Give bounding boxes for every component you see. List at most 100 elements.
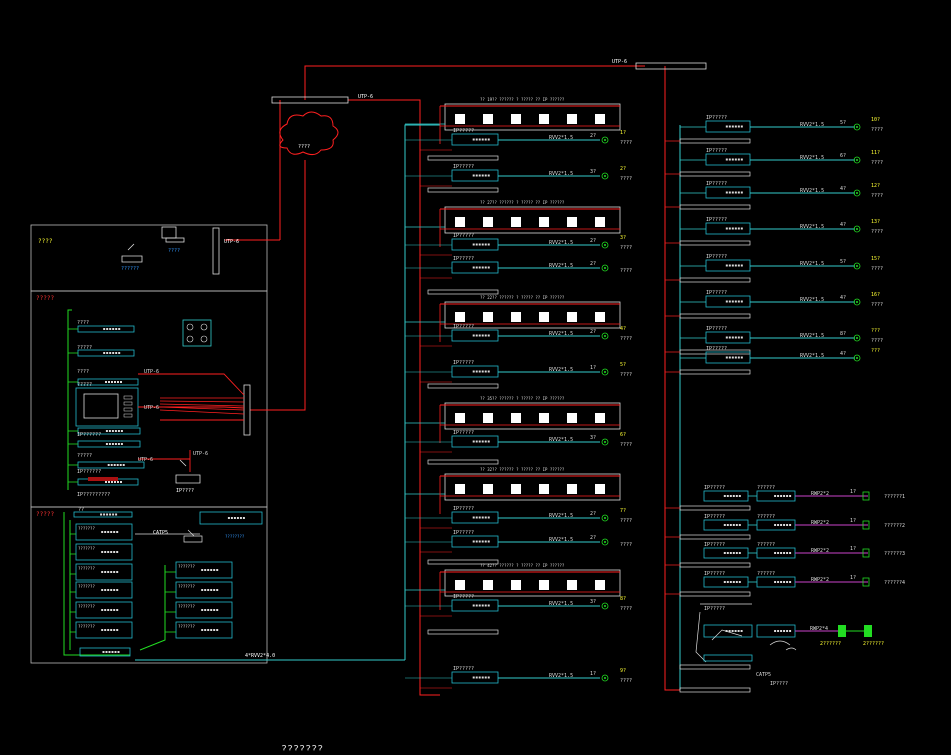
mid-floor-name-0-0: ???? [620, 140, 632, 146]
right-floor-floor-6: ??? [871, 328, 880, 334]
room3-rack-right-3 [175, 621, 233, 639]
right-floor-speaker-1 [853, 156, 861, 164]
mid-floor-device-6-1 [451, 671, 499, 684]
floor-header-box [444, 473, 621, 501]
mid-floor-speaker-2-1 [601, 264, 609, 272]
mid-floor-name-3-1: ???? [620, 372, 632, 378]
room-speaker-box [539, 580, 549, 590]
floor-header-box [444, 301, 621, 329]
room2-cable-label-0: UTP-6 [144, 369, 159, 375]
outdoor-cable-3: RWP2*2 [811, 577, 829, 583]
mid-floor-cable-4-0: RVV2*1.5 [549, 437, 573, 443]
outdoor-speaker-3 [862, 577, 870, 587]
mid-floor-floor-0-0: 1? [620, 130, 626, 136]
room-speaker-box [511, 580, 521, 590]
room-speaker-box [455, 114, 465, 124]
right-floor-device-7 [705, 351, 751, 364]
mid-floor-device-id-2-0: IP????? [453, 233, 474, 239]
mid-floor-device-4-0 [451, 435, 499, 448]
room3-label: ????? [36, 511, 54, 518]
room-speaker-box [595, 413, 605, 423]
room-speaker-box [539, 413, 549, 423]
mid-floor-5: ?? 32?? ?????? ? ????? ?? IP ??????IP???… [405, 467, 632, 565]
floor-header-text-5: ?? 32?? ?????? ? ????? ?? IP ?????? [480, 467, 565, 472]
room-speaker-box [483, 312, 493, 322]
mid-floor-device-5-0 [451, 511, 499, 524]
mid-floor-device-5-1 [451, 535, 499, 548]
right-floor-device-4 [705, 259, 751, 272]
room3-rack-left-3 [75, 581, 133, 599]
mid-floor-floor-5-0: 7? [620, 508, 626, 514]
right-floor-cable-3: RVV2*1.5 [800, 224, 824, 230]
room-speaker-box [483, 217, 493, 227]
mid-floor-device-0-0 [451, 133, 499, 146]
right-floor-name-0: ???? [871, 127, 883, 133]
mid-floor-floor-1-0: 2? [620, 166, 626, 172]
mid-floor-count-6-0: 3? [590, 599, 596, 605]
room2-device-label-0: ???? [77, 320, 89, 326]
mid-floor-name-5-1: ???? [620, 542, 632, 548]
floor-switch [427, 383, 499, 389]
right-floor-device-6 [705, 331, 751, 344]
right-floor-cable-1: RVV2*1.5 [800, 155, 824, 161]
room2-device-label-5: ????? [77, 453, 92, 459]
mid-floor-count-0-0: 2? [590, 133, 596, 139]
right-floor-device-id-0: IP????? [706, 115, 727, 121]
floor-header-box [444, 206, 621, 234]
floor-header-text-0: ?? 19?? ?????? ? ????? ?? IP ?????? [480, 97, 565, 102]
room3-rack-right-2 [175, 601, 233, 619]
mid-floor-name-6-1: ???? [620, 678, 632, 684]
room-speaker-box [567, 312, 577, 322]
right-floor-floor-7: ??? [871, 348, 880, 354]
room-speaker-box [539, 217, 549, 227]
mid-floor-4: ?? 35?? ?????? ? ????? ?? IP ??????IP???… [405, 396, 632, 465]
right-floor-device-id-2: IP????? [706, 181, 727, 187]
room-speaker-box [595, 217, 605, 227]
right-floor-speaker-5 [853, 298, 861, 306]
room3-rack-right-0 [175, 561, 233, 579]
room-speaker-box [567, 114, 577, 124]
room-speaker-box [455, 580, 465, 590]
right-floor-cable-7: RVV2*1.5 [800, 353, 824, 359]
mid-floor-cable-6-0: RVV2*1.5 [549, 601, 573, 607]
mid-floor-count-4-0: 3? [590, 435, 596, 441]
right-floor-cable-6: RVV2*1.5 [800, 333, 824, 339]
room2-device-label-3: ????? [77, 382, 92, 388]
right-floor-name-3: ???? [871, 229, 883, 235]
right-floor-count-7: 4? [840, 351, 846, 357]
mid-floor-speaker-3-1 [601, 368, 609, 376]
mid-floor-device-id-2-1: IP????? [453, 256, 474, 262]
mid-floor-name-5-0: ???? [620, 518, 632, 524]
right-floor-name-6: ???? [871, 338, 883, 344]
wireless-device [703, 624, 753, 638]
right-floor-device-id-1: IP????? [706, 148, 727, 154]
room1-label: ???? [38, 238, 53, 245]
mid-floor-2: ?? 27?? ?????? ? ????? ?? IP ??????IP???… [405, 200, 632, 295]
right-floor-device-5 [705, 295, 751, 308]
outdoor-amp-label-0: ?????? [757, 485, 775, 491]
floor-header-text-4: ?? 35?? ?????? ? ????? ?? IP ?????? [480, 396, 565, 401]
outdoor-speaker-2 [862, 548, 870, 558]
mid-floor-cable-3-1: RVV2*1.5 [549, 367, 573, 373]
room3-top-device [73, 511, 133, 518]
right-floor-device-id-4: IP????? [706, 254, 727, 260]
mid-floor-device-id-0-0: IP????? [453, 128, 474, 134]
floor-switch [427, 289, 499, 295]
outdoor-name-1: ??????2 [884, 523, 905, 529]
room3-rack-left-label-1: ??????? [78, 546, 95, 551]
room-speaker-box [539, 312, 549, 322]
room2-device-label-4: IP?????? [77, 432, 101, 438]
right-floor-speaker-7 [853, 354, 861, 362]
room2-label: ????? [36, 295, 54, 302]
speaker-box [182, 319, 212, 347]
floor-header-text-3: ?? 22?? ?????? ? ????? ?? IP ?????? [480, 295, 565, 300]
mid-floor-device-id-3-0: IP????? [453, 324, 474, 330]
mid-floor-speaker-3-0 [601, 332, 609, 340]
room-speaker-box [511, 484, 521, 494]
